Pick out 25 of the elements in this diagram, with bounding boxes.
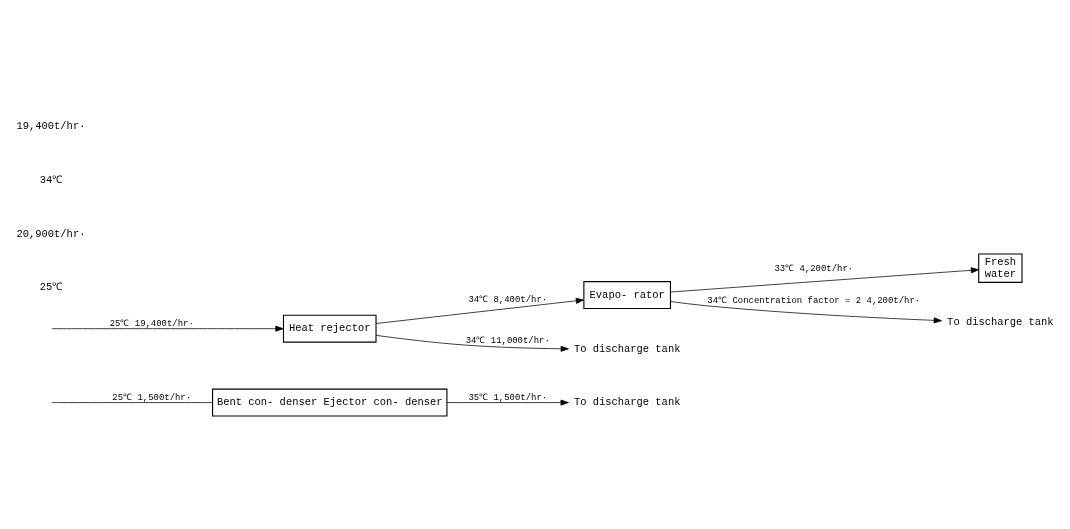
arrow: [446, 399, 569, 406]
arrow: [375, 297, 585, 324]
node-box: Evapo- rator: [583, 281, 672, 310]
edge-label: 34℃ Concentration factor = 2 4,200t/hr·: [707, 296, 921, 307]
connector: [51, 402, 213, 403]
node-box: Heat rejector: [282, 314, 377, 343]
label: 20,900t/hr·: [16, 227, 86, 240]
edge-label: 34℃ 8,400t/hr·: [468, 294, 548, 305]
edge-label: 25℃ 1,500t/hr·: [112, 393, 192, 404]
node-box: Bent con- denser Ejector con- denser: [212, 388, 448, 417]
label: 19,400t/hr·: [16, 120, 86, 133]
arrow: [670, 301, 942, 324]
label: 34℃: [39, 173, 63, 186]
edge-label: 34℃ 11,000t/hr·: [465, 335, 550, 346]
label: 25℃: [39, 281, 63, 294]
node-text: To discharge tank: [573, 396, 681, 409]
edge-label: 35℃ 1,500t/hr·: [468, 393, 548, 404]
arrow: [670, 267, 980, 293]
edge-label: 25℃ 19,400t/hr·: [109, 319, 194, 330]
node-box: Fresh water: [978, 253, 1023, 283]
edge-label: 33℃ 4,200t/hr·: [774, 263, 854, 274]
arrow: [375, 334, 569, 352]
arrow: [51, 325, 284, 332]
node-text: To discharge tank: [947, 316, 1054, 329]
node-text: To discharge tank: [573, 342, 681, 355]
